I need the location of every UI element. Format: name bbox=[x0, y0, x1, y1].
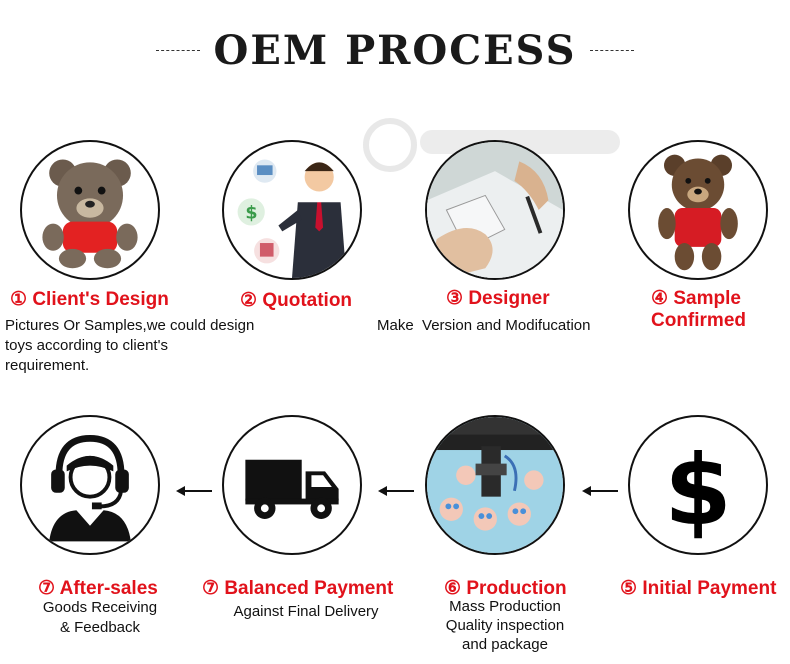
dollar-icon: $ bbox=[664, 434, 732, 547]
step6-image bbox=[425, 415, 565, 555]
step3-label: ③ Designer bbox=[446, 288, 550, 310]
svg-text:$: $ bbox=[664, 434, 732, 547]
step1-image bbox=[20, 140, 160, 280]
step1-number: ① bbox=[10, 289, 28, 310]
step8-number: ⑦ bbox=[38, 578, 56, 599]
truck-icon bbox=[245, 459, 339, 519]
step5-title: Initial Payment bbox=[642, 578, 777, 599]
drafting-hands-icon bbox=[427, 142, 563, 278]
step6-label: ⑥ Production bbox=[444, 578, 567, 600]
step7-label: ⑦ Balanced Payment bbox=[202, 578, 393, 600]
step2-number: ② bbox=[240, 290, 258, 311]
step8-label: ⑦ After-sales bbox=[38, 578, 158, 600]
step6-description-line: and package bbox=[462, 636, 548, 653]
arrow-left-icon bbox=[378, 486, 414, 496]
step7-number: ⑦ bbox=[202, 578, 220, 599]
step4-label: ④ Sample Confirmed bbox=[651, 288, 771, 332]
teddy-bear-sample-icon bbox=[658, 154, 738, 271]
step8-description-line: & Feedback bbox=[59, 619, 141, 636]
step2-title: Quotation bbox=[262, 290, 353, 311]
svg-text:$: $ bbox=[245, 204, 257, 224]
step3-description: Make Version and Modifucation bbox=[377, 317, 591, 334]
step4-image bbox=[628, 140, 768, 280]
title-dash-left bbox=[155, 49, 200, 51]
step4-number: ④ bbox=[651, 288, 669, 309]
step8-description: Goods Receiving & Feedback bbox=[20, 598, 180, 638]
step5-number: ⑤ bbox=[620, 578, 638, 599]
title-bar: OEM PROCESS bbox=[0, 20, 790, 80]
step7-title: Balanced Payment bbox=[224, 578, 394, 599]
step5-image: $ bbox=[628, 415, 768, 555]
step8-description-line: Goods Receiving bbox=[42, 599, 158, 616]
title-dash-right bbox=[590, 49, 635, 51]
page-title: OEM PROCESS bbox=[213, 26, 577, 74]
step4-title: Sample Confirmed bbox=[651, 288, 746, 331]
step6-description-line: Mass Production bbox=[449, 598, 561, 615]
step2-image: $ bbox=[222, 140, 362, 280]
step8-title: After-sales bbox=[59, 578, 158, 599]
step6-title: Production bbox=[466, 578, 567, 599]
customer-support-icon bbox=[49, 434, 131, 542]
step1-description: Pictures Or Samples,we could design toys… bbox=[5, 317, 255, 374]
printing-machine-icon bbox=[427, 417, 563, 553]
step2-label: ② Quotation bbox=[240, 290, 352, 312]
businessman-icon: $ bbox=[237, 159, 347, 278]
arrow-left-icon bbox=[582, 486, 618, 496]
step1-label: ① Client's Design bbox=[10, 289, 169, 311]
step6-description-line: Quality inspection bbox=[445, 617, 565, 634]
step7-description: Against Final Delivery bbox=[233, 603, 379, 620]
arrow-left-icon bbox=[176, 486, 212, 496]
step3-image bbox=[425, 140, 565, 280]
step3-title: Designer bbox=[468, 288, 550, 309]
step7-image bbox=[222, 415, 362, 555]
teddy-bear-icon bbox=[42, 159, 138, 269]
step1-title: Client's Design bbox=[32, 289, 169, 310]
step5-label: ⑤ Initial Payment bbox=[620, 578, 776, 600]
step6-description: Mass Production Quality inspection and p… bbox=[425, 597, 585, 654]
step3-number: ③ bbox=[446, 288, 464, 309]
step8-image bbox=[20, 415, 160, 555]
step6-number: ⑥ bbox=[444, 578, 462, 599]
